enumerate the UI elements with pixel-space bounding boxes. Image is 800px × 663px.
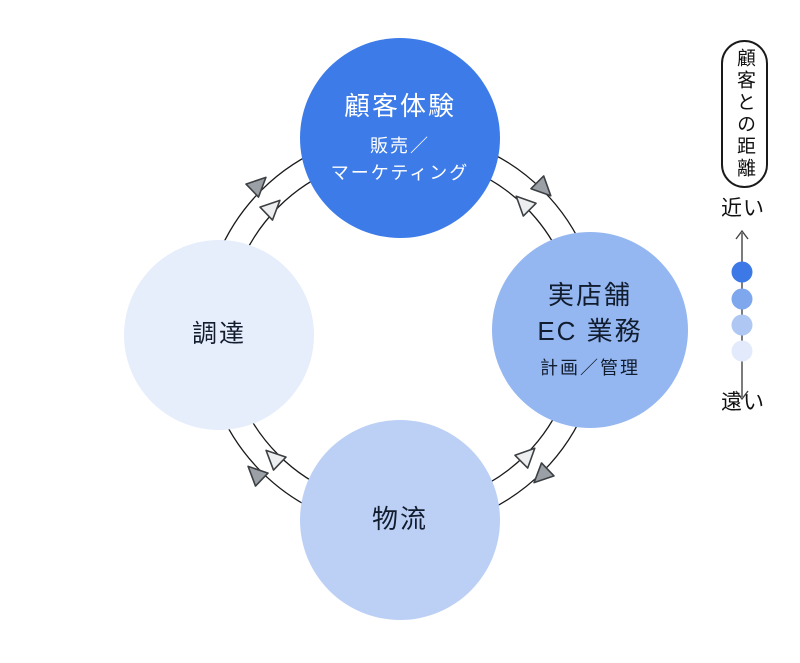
arrow-ne-outer-icon	[530, 175, 552, 197]
legend-title: 顧客との距離	[734, 48, 755, 180]
arrow-ne-inner-icon	[515, 195, 537, 217]
legend-distance-scale	[731, 229, 753, 401]
arrow-se-inner-icon	[514, 447, 536, 469]
node-customer-experience: 顧客体験 販売／ マーケティング	[300, 38, 500, 238]
node-store-ec-title: 実店舗 EC 業務	[537, 278, 642, 348]
arrow-nw-inner-icon	[259, 199, 281, 221]
legend-dot-1	[731, 261, 753, 283]
node-procurement: 調達	[124, 240, 314, 430]
node-customer-experience-title: 顧客体験	[343, 91, 456, 122]
arrow-sw-outer-icon	[247, 465, 269, 487]
legend-dot-3	[731, 314, 753, 336]
legend-dot-4	[731, 340, 753, 362]
arrow-up-icon	[735, 229, 749, 240]
node-customer-experience-subtitle: 販売／ マーケティング	[331, 133, 470, 187]
node-store-ec-title-line1: 実店舗	[547, 280, 632, 311]
node-customer-experience-subtitle-line1: 販売／	[370, 135, 430, 156]
arrow-nw-outer-icon	[245, 176, 267, 198]
legend-dot-2	[731, 288, 753, 310]
legend-far-label: 遠い	[721, 391, 765, 414]
node-logistics-title: 物流	[371, 504, 428, 535]
node-logistics: 物流	[300, 420, 500, 620]
arrow-sw-inner-icon	[265, 449, 287, 471]
arrow-down-icon	[735, 390, 749, 401]
arrow-se-outer-icon	[533, 462, 555, 484]
node-customer-experience-subtitle-line2: マーケティング	[330, 162, 470, 183]
node-procurement-title: 調達	[191, 320, 246, 349]
node-store-ec-subtitle: 計画／管理	[540, 357, 640, 378]
node-store-ec: 実店舗 EC 業務 計画／管理	[492, 232, 688, 428]
node-store-ec-title-line2: EC 業務	[537, 315, 643, 346]
legend-title-capsule: 顧客との距離	[721, 40, 768, 188]
legend-near-label: 近い	[721, 197, 765, 220]
